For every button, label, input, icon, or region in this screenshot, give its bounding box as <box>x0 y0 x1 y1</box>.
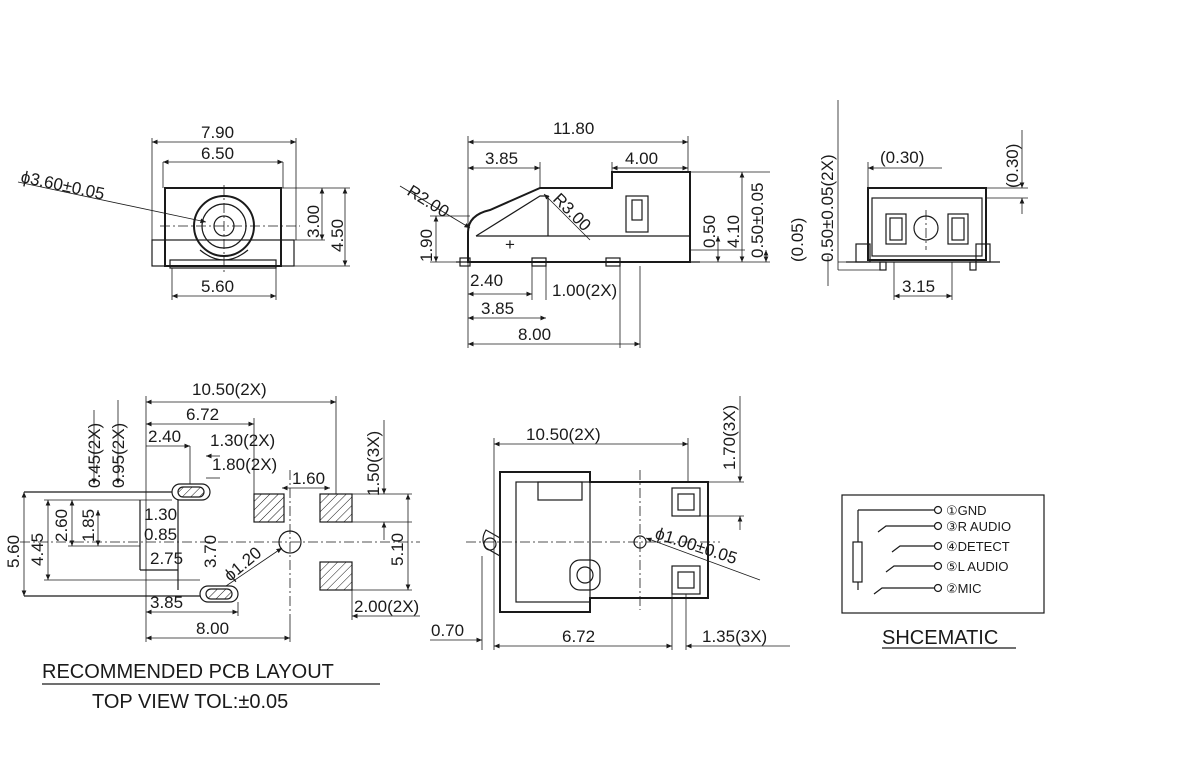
dim-pcb-045: 0.45(2X) <box>85 423 104 488</box>
dim-side-r200: R2.00 <box>404 181 453 221</box>
schematic-title: SHCEMATIC <box>882 627 998 649</box>
dim-pcb-560: 5.60 <box>4 535 23 568</box>
dim-pcb-130-2x: 1.30(2X) <box>210 431 275 450</box>
dim-pcb-240: 2.40 <box>148 427 181 446</box>
front-view <box>17 138 350 300</box>
dim-pcb-260: 2.60 <box>52 509 71 542</box>
dim-side-050: 0.50 <box>700 215 719 248</box>
dim-side-100: 1.00(2X) <box>552 281 617 300</box>
dim-side-385-bottom: 3.85 <box>481 299 514 318</box>
dim-front-width: 7.90 <box>201 123 234 142</box>
dim-pcb-800: 8.00 <box>196 619 229 638</box>
schematic-pin-gnd: ①GND <box>946 503 987 518</box>
dim-side-400: 4.00 <box>625 149 658 168</box>
dim-front-inner-width: 6.50 <box>201 144 234 163</box>
dim-pcb-370: 3.70 <box>201 535 220 568</box>
schematic-pin-detect: ④DETECT <box>946 539 1010 554</box>
top-view <box>430 396 790 650</box>
dim-side-190: 1.90 <box>417 229 436 262</box>
dim-end-315: 3.15 <box>902 277 935 296</box>
dim-pcb-095: 0.95(2X) <box>109 423 128 488</box>
dim-end-005: (0.05) <box>788 218 807 262</box>
dim-top-070: 0.70 <box>431 621 464 640</box>
dim-end-050-tol: 0.50±0.05(2X) <box>818 154 837 262</box>
dim-front-height-4: 4.50 <box>328 219 347 252</box>
dim-pcb-180: 1.80(2X) <box>212 455 277 474</box>
dim-pcb-160: 1.60 <box>292 469 325 488</box>
dim-pcb-672: 6.72 <box>186 405 219 424</box>
dim-end-030-side: (0.30) <box>1003 144 1022 188</box>
dim-pcb-445: 4.45 <box>28 533 47 566</box>
dim-side-240: 2.40 <box>470 271 503 290</box>
dim-side-800: 8.00 <box>518 325 551 344</box>
caption-recommended-layout: RECOMMENDED PCB LAYOUT <box>42 661 334 683</box>
dim-pcb-1050: 10.50(2X) <box>192 380 267 399</box>
pcb-layout-view <box>20 396 420 642</box>
side-view: + <box>399 136 770 348</box>
schematic-pin-l-audio: ⑤L AUDIO <box>946 559 1008 574</box>
end-view <box>827 100 1028 300</box>
dim-pcb-150: 1.50(3X) <box>364 431 383 496</box>
dim-front-bottom: 5.60 <box>201 277 234 296</box>
schematic <box>841 494 1045 649</box>
dim-pcb-130: 1.30 <box>144 505 177 524</box>
schematic-pin-mic: ②MIC <box>946 581 981 596</box>
dim-pcb-200: 2.00(2X) <box>354 597 419 616</box>
dim-side-r300: R3.00 <box>549 189 595 235</box>
caption-tolerance: TOP VIEW TOL:±0.05 <box>92 691 288 713</box>
dim-front-height-3: 3.00 <box>304 205 323 238</box>
svg-text:+: + <box>505 235 515 254</box>
dim-pcb-275: 2.75 <box>150 549 183 568</box>
dim-pcb-085: 0.85 <box>144 525 177 544</box>
dim-pcb-510: 5.10 <box>388 533 407 566</box>
dim-side-385-top: 3.85 <box>485 149 518 168</box>
dim-top-170: 1.70(3X) <box>720 405 739 470</box>
dim-top-135: 1.35(3X) <box>702 627 767 646</box>
dim-top-diameter: ϕ1.00±0.05 <box>653 524 740 568</box>
dim-side-410: 4.10 <box>724 215 743 248</box>
dim-side-050-tol: 0.50±0.05 <box>748 182 767 258</box>
schematic-pin-r-audio: ③R AUDIO <box>946 519 1011 534</box>
dim-side-length: 11.80 <box>553 119 594 138</box>
dim-top-672: 6.72 <box>562 627 595 646</box>
dim-top-1050: 10.50(2X) <box>526 425 601 444</box>
dim-pcb-185: 1.85 <box>79 509 98 542</box>
dim-end-030-top: (0.30) <box>880 148 924 167</box>
dim-front-diameter: ϕ3.60±0.05 <box>19 167 106 203</box>
dim-pcb-385: 3.85 <box>150 593 183 612</box>
